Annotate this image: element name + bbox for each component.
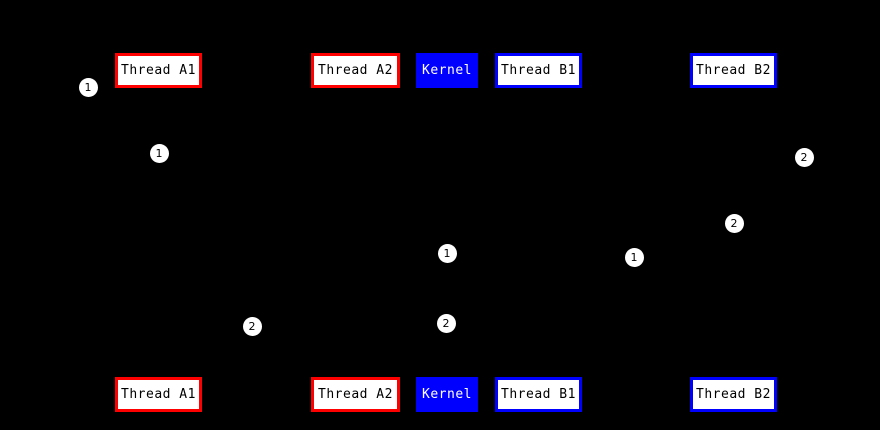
lifeline-stub-thread-a2-bottom [354, 374, 356, 378]
lifeline-stub-kernel-bottom [446, 374, 448, 378]
lifeline-thread-b1 [538, 88, 539, 377]
participant-top-thread-a2[interactable]: Thread A2 [311, 53, 400, 88]
participant-top-thread-a1-label: Thread A1 [121, 63, 196, 78]
lifeline-thread-a1 [158, 88, 159, 377]
lifeline-stub-thread-a1-top [157, 87, 159, 91]
participant-bottom-thread-b1-label: Thread B1 [501, 387, 576, 402]
lifeline-kernel [447, 88, 448, 377]
step-badge-1: 1 [437, 243, 457, 263]
lifeline-stub-thread-b1-bottom [537, 374, 539, 378]
lifeline-stub-thread-a1-bottom [157, 374, 159, 378]
lifeline-stub-kernel-top [446, 87, 448, 91]
participant-bottom-thread-a2-label: Thread A2 [318, 387, 393, 402]
participant-bottom-thread-b2[interactable]: Thread B2 [690, 377, 777, 412]
step-badge-2: 2 [794, 147, 814, 167]
step-badge-1: 1 [78, 77, 98, 97]
participant-bottom-thread-b1[interactable]: Thread B1 [495, 377, 582, 412]
lifeline-thread-a2 [355, 88, 356, 377]
lifeline-stub-thread-a2-top [354, 87, 356, 91]
participant-top-thread-b1[interactable]: Thread B1 [495, 53, 582, 88]
participant-bottom-thread-b2-label: Thread B2 [696, 387, 771, 402]
step-badge-2: 2 [242, 316, 262, 336]
participant-top-thread-b2[interactable]: Thread B2 [690, 53, 777, 88]
step-badge-2: 2 [724, 213, 744, 233]
participant-top-thread-b2-label: Thread B2 [696, 63, 771, 78]
lifeline-stub-thread-b2-bottom [732, 374, 734, 378]
participant-bottom-thread-a2[interactable]: Thread A2 [311, 377, 400, 412]
participant-bottom-thread-a1[interactable]: Thread A1 [115, 377, 202, 412]
participant-top-kernel-label: Kernel [422, 63, 472, 78]
lifeline-thread-b2 [733, 88, 734, 377]
participant-bottom-kernel[interactable]: Kernel [416, 377, 478, 412]
step-badge-2: 2 [436, 313, 456, 333]
participant-top-thread-a1[interactable]: Thread A1 [115, 53, 202, 88]
participant-top-thread-b1-label: Thread B1 [501, 63, 576, 78]
step-badge-1: 1 [624, 247, 644, 267]
participant-top-thread-a2-label: Thread A2 [318, 63, 393, 78]
lifeline-stub-thread-b2-top [732, 87, 734, 91]
participant-top-kernel[interactable]: Kernel [416, 53, 478, 88]
participant-bottom-thread-a1-label: Thread A1 [121, 387, 196, 402]
participant-bottom-kernel-label: Kernel [422, 387, 472, 402]
lifeline-stub-thread-b1-top [537, 87, 539, 91]
step-badge-1: 1 [149, 143, 169, 163]
